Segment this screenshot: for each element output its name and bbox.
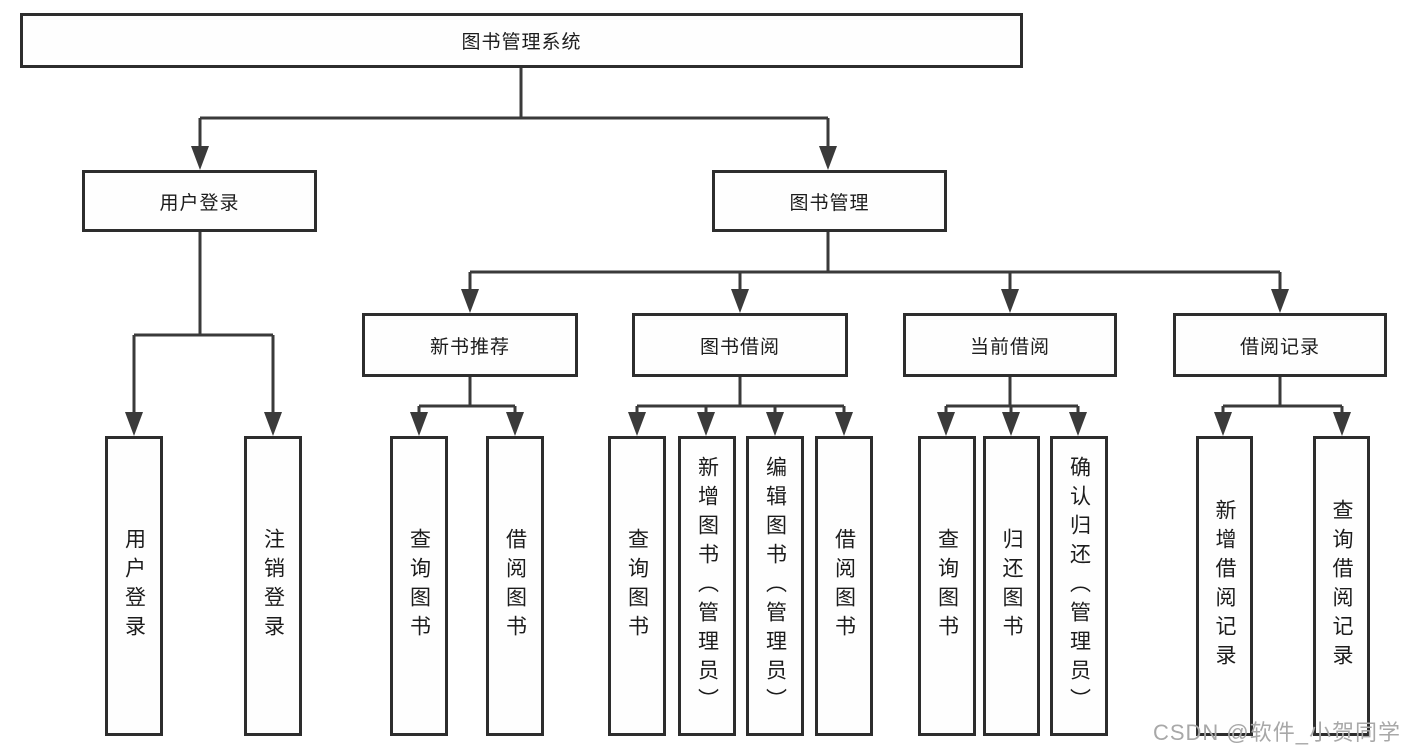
leaf-user-login: 用户登录: [105, 436, 163, 736]
leaf-logout: 注销登录: [244, 436, 302, 736]
node-label: 新增图书（管理员）: [695, 455, 719, 717]
node-book-management-system: 图书管理系统: [20, 13, 1023, 68]
connector-rails: [132, 68, 1344, 414]
node-label: 图书管理系统: [461, 32, 582, 53]
node-label: 借阅图书: [503, 528, 527, 644]
node-borrowing-records: 借阅记录: [1173, 313, 1387, 377]
node-label: 新增借阅记录: [1213, 499, 1236, 673]
node-label: 借阅图书: [832, 528, 856, 644]
node-user-login: 用户登录: [82, 170, 317, 232]
node-label: 用户登录: [159, 192, 240, 214]
leaf-query-borrow-record: 查询借阅记录: [1313, 436, 1370, 736]
node-label: 图书借阅: [699, 336, 780, 358]
node-label: 归还图书: [1000, 528, 1023, 644]
node-book-borrowing: 图书借阅: [632, 313, 848, 377]
leaf-recommend-query-books: 查询图书: [390, 436, 448, 736]
node-label: 查询借阅记录: [1330, 499, 1353, 673]
node-label: 用户登录: [122, 528, 146, 644]
node-label: 查询图书: [935, 528, 959, 644]
arrow-heads: [125, 146, 1351, 436]
node-label: 编辑图书（管理员）: [763, 455, 787, 717]
node-label: 当前借阅: [969, 336, 1050, 358]
leaf-edit-books-admin: 编辑图书（管理员）: [746, 436, 804, 736]
leaf-borrowing-borrow-books: 借阅图书: [815, 436, 873, 736]
node-label: 确认归还（管理员）: [1067, 455, 1091, 717]
node-label: 新书推荐: [429, 336, 510, 358]
leaf-recommend-borrow-books: 借阅图书: [486, 436, 544, 736]
node-label: 查询图书: [625, 528, 649, 644]
leaf-current-query-books: 查询图书: [918, 436, 976, 736]
node-new-book-recommend: 新书推荐: [362, 313, 578, 377]
leaf-add-books-admin: 新增图书（管理员）: [678, 436, 736, 736]
leaf-add-borrow-record: 新增借阅记录: [1196, 436, 1253, 736]
csdn-watermark: CSDN @软件_小贺同学: [1152, 720, 1401, 745]
node-label: 查询图书: [407, 528, 431, 644]
node-label: 借阅记录: [1239, 336, 1320, 358]
node-label: 图书管理: [789, 192, 870, 214]
leaf-return-books: 归还图书: [983, 436, 1040, 736]
node-current-borrowing: 当前借阅: [903, 313, 1117, 377]
leaf-confirm-return-admin: 确认归还（管理员）: [1050, 436, 1108, 736]
node-label: 注销登录: [261, 528, 285, 644]
leaf-borrowing-query-books: 查询图书: [608, 436, 666, 736]
node-book-management: 图书管理: [712, 170, 947, 232]
